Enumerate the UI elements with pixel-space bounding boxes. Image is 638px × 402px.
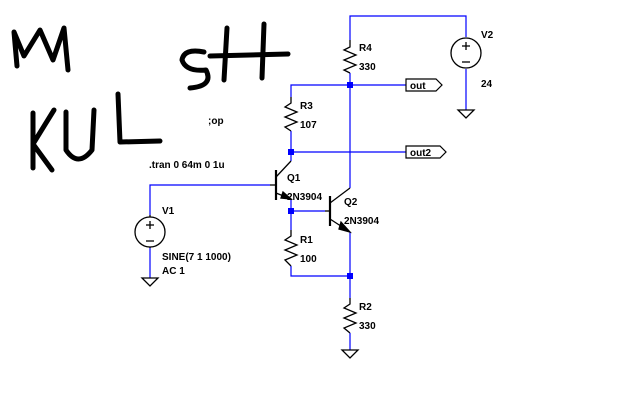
resistor-icon[interactable] <box>342 298 358 334</box>
v1-ac: AC 1 <box>162 266 185 277</box>
op-directive[interactable]: ;op <box>208 116 224 127</box>
q2-name: Q2 <box>344 197 358 208</box>
handwritten-scribble <box>11 21 291 173</box>
resistor-icon[interactable] <box>283 97 299 132</box>
npn-transistor-icon[interactable] <box>270 160 293 200</box>
net-label-port-icon[interactable] <box>405 145 447 159</box>
net-label-port-icon[interactable] <box>405 78 443 92</box>
r3-name: R3 <box>300 101 313 112</box>
junctions <box>288 82 353 279</box>
r3-value: 107 <box>300 120 317 131</box>
r2-value: 330 <box>359 321 376 332</box>
v1-source: SINE(7 1 1000) <box>162 252 231 263</box>
junction-dot <box>288 149 294 155</box>
q1-name: Q1 <box>287 173 301 184</box>
resistor-icon[interactable] <box>283 230 299 267</box>
q2-model: 2N3904 <box>344 216 379 227</box>
npn-transistor-icon[interactable] <box>325 187 352 234</box>
ground-icon <box>340 349 360 359</box>
junction-dot <box>288 208 294 214</box>
ground-icon <box>456 109 476 119</box>
v1-name: V1 <box>162 206 175 217</box>
tran-directive[interactable]: .tran 0 64m 0 1u <box>149 160 225 171</box>
r2-name: R2 <box>359 302 372 313</box>
resistor-icon[interactable] <box>342 40 358 74</box>
r4-name: R4 <box>359 43 372 54</box>
r1-value: 100 <box>300 254 317 265</box>
r1-name: R1 <box>300 235 313 246</box>
voltage-source-icon[interactable] <box>134 215 166 248</box>
junction-dot <box>347 273 353 279</box>
port-out-label: out <box>410 81 426 92</box>
v2-value: 24 <box>481 79 493 90</box>
r4-value: 330 <box>359 62 376 73</box>
q1-model: 2N3904 <box>287 192 322 203</box>
port-out2-label: out2 <box>410 148 432 159</box>
v2-name: V2 <box>481 30 494 41</box>
voltage-source-icon[interactable] <box>450 37 482 69</box>
ground-icon <box>140 277 160 287</box>
junction-dot <box>347 82 353 88</box>
wires <box>149 15 467 350</box>
